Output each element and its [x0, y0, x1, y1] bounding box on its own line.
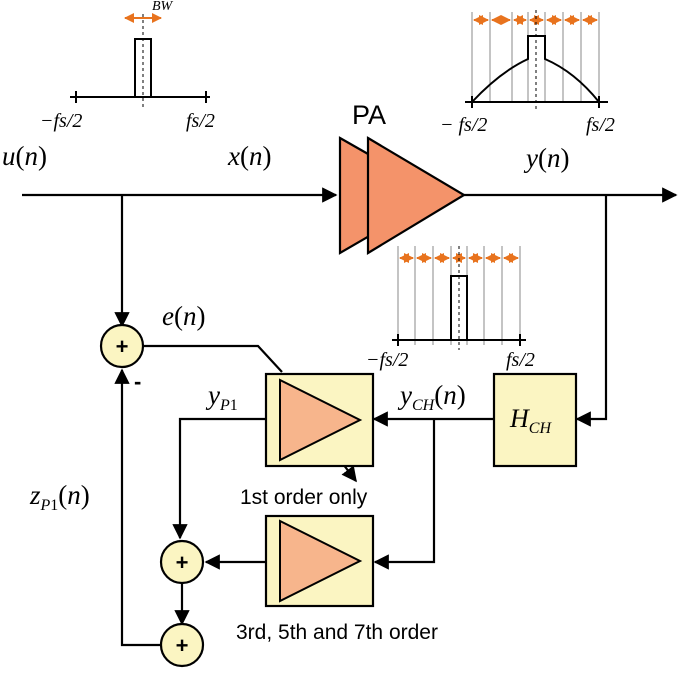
label-e: e(n)	[162, 301, 205, 331]
label-ych: yCH(n)	[397, 380, 466, 414]
output-spectral-regrowth	[471, 35, 600, 103]
output-spectrum-right-label: fs/2	[586, 114, 615, 136]
signal-wires	[22, 187, 678, 647]
adder-top-sign: +	[116, 334, 129, 359]
amp1-triangle-icon	[279, 378, 363, 462]
input-spectrum-left-label: −fs/2	[40, 110, 82, 132]
pa-label: PA	[352, 100, 386, 130]
wire-output-to-hch	[575, 195, 608, 427]
amp2-triangle-icon	[279, 519, 363, 603]
adder-middle-icon	[159, 539, 205, 585]
label-yp1: yP1	[205, 380, 238, 414]
adder-bottom-sign: +	[176, 633, 189, 658]
adder-minus-sign: -	[134, 369, 141, 394]
wire-hch-to-amp2	[373, 419, 436, 570]
adder-bottom-icon	[159, 622, 205, 668]
label-u: u(n)	[2, 141, 47, 171]
pa-triangle-front-icon	[366, 136, 467, 255]
adder-middle-sign: +	[176, 550, 189, 575]
input-spectrum-right-label: fs/2	[186, 110, 215, 132]
adder-middle: +	[159, 539, 205, 585]
adder-bottom: +	[159, 622, 205, 668]
wire-feedback-zp1	[114, 368, 160, 647]
adder-top-icon	[99, 323, 145, 369]
amp1-block	[264, 372, 375, 468]
hch-box	[492, 372, 578, 468]
wire-error-to-amp1	[142, 344, 283, 373]
amp2-block	[264, 514, 375, 608]
label-y: y(n)	[523, 143, 569, 173]
label-higher-order: 3rd, 5th and 7th order	[236, 621, 438, 644]
label-zp1: zP1(n)	[29, 480, 90, 514]
bw-label: BW	[152, 0, 174, 14]
power-amplifier: PA	[338, 100, 467, 255]
adder-top: + -	[99, 323, 145, 394]
wire-amp1-to-adder	[172, 417, 266, 540]
feedback-spectrum-right-label: fs/2	[506, 349, 535, 371]
hch-block: HCH	[492, 372, 578, 468]
output-spectrum: − fs/2 fs/2	[440, 10, 615, 136]
output-spectrum-left-label: − fs/2	[440, 114, 487, 136]
label-x: x(n)	[227, 141, 271, 171]
label-first-order: 1st order only	[240, 486, 368, 509]
feedback-spectrum: −fs/2 fs/2	[366, 246, 535, 371]
input-spectrum: BW −fs/2 fs/2	[40, 0, 215, 132]
feedback-spectrum-left-label: −fs/2	[366, 349, 408, 371]
